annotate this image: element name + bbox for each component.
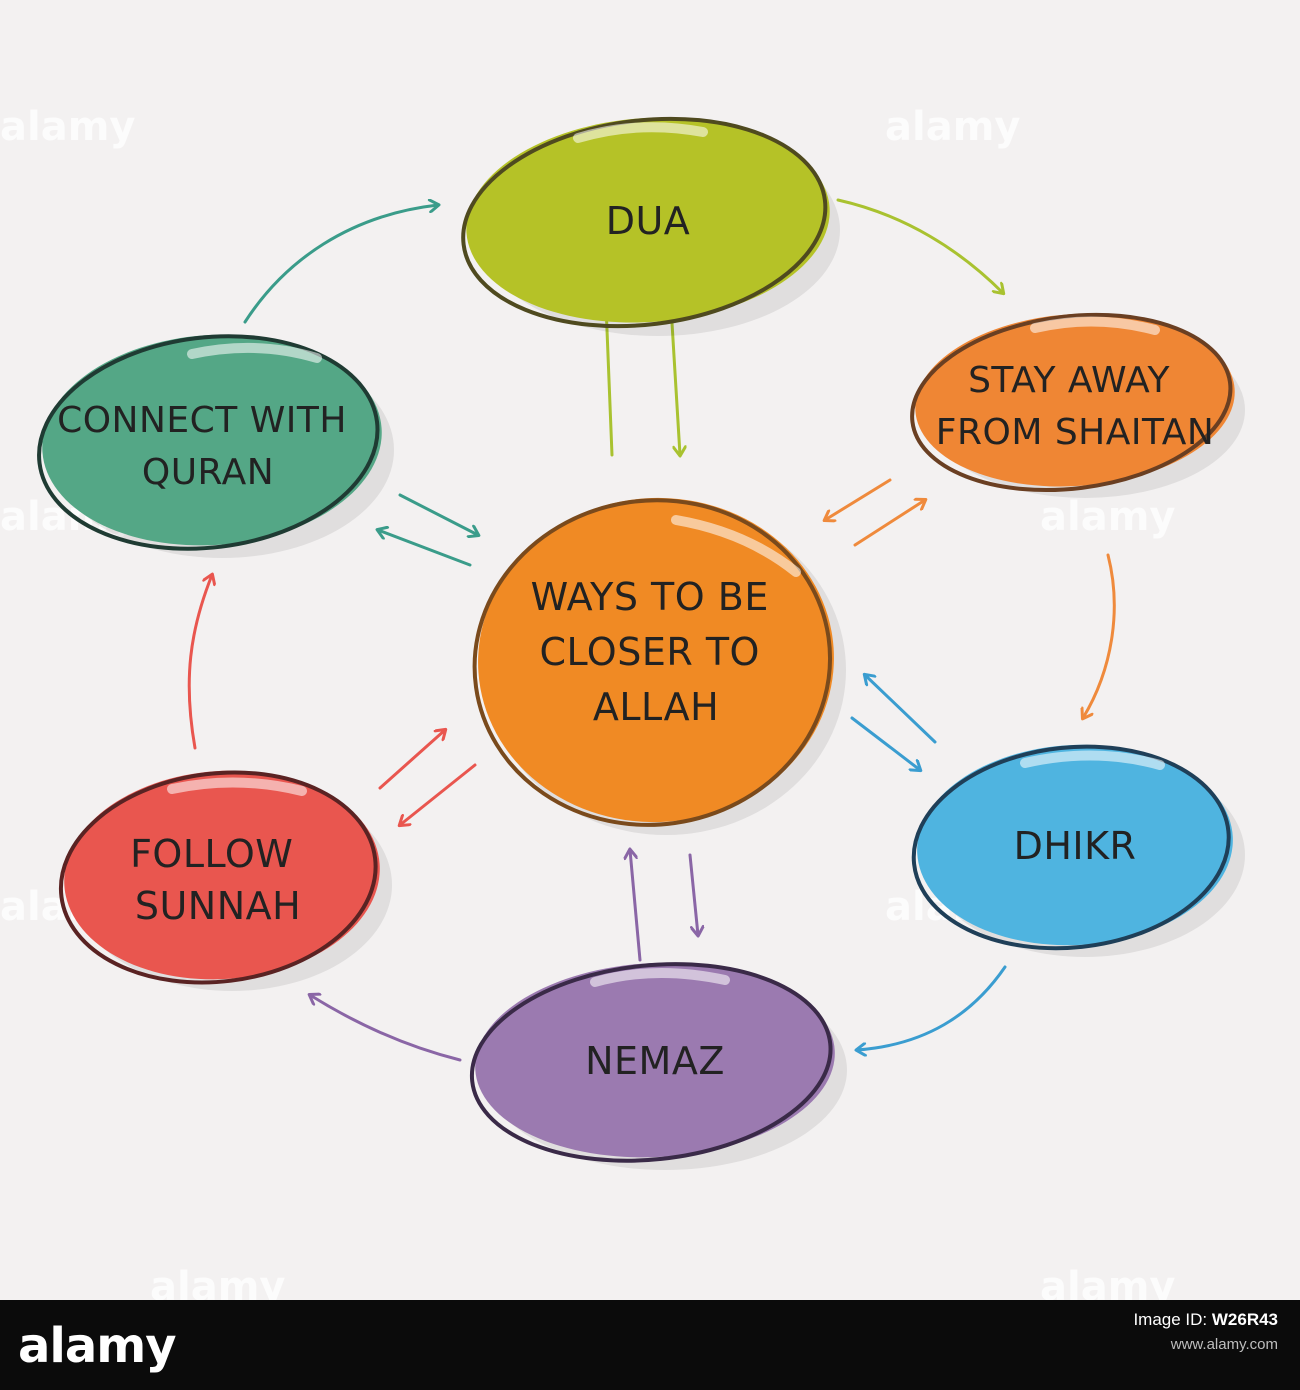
watermark-tile: alamy	[885, 104, 1020, 150]
arrow-center-to-stayaway	[853, 500, 925, 547]
arrow-center-to-nemaz	[688, 853, 698, 935]
node-follow-sunnah-label: FOLLOW SUNNAH	[130, 832, 306, 928]
arrow-stayaway-to-dhikr	[1083, 553, 1116, 718]
cycle-arrows	[187, 198, 1116, 1062]
cycle-diagram: alamy alamy alamy alamy alamy alamy alam…	[0, 104, 1245, 1310]
node-dhikr-label: DHIKR	[1014, 824, 1137, 868]
watermark-site: www.alamy.com	[1170, 1336, 1278, 1353]
node-dua: DUA	[461, 116, 840, 336]
arrow-center-to-dhikr	[850, 716, 920, 770]
node-stay-away-label: STAY AWAY FROM SHAITAN	[936, 360, 1214, 453]
diagram-canvas: alamy alamy alamy alamy alamy alamy alam…	[0, 104, 1245, 1310]
arrow-center-to-quran	[378, 530, 472, 567]
arrow-quran-to-dua	[243, 205, 438, 324]
watermark-image-id-label: Image ID:	[1133, 1310, 1212, 1329]
arrow-nemaz-to-sunnah	[310, 995, 462, 1062]
node-center-label: WAYS TO BE CLOSER TO ALLAH	[531, 575, 782, 729]
watermark-tile: alamy	[0, 104, 135, 150]
node-follow-sunnah: FOLLOW SUNNAH	[58, 770, 392, 991]
arrow-dua-to-stayaway	[836, 198, 1003, 293]
watermark-image-id-value: W26R43	[1211, 1310, 1278, 1329]
arrow-stayaway-to-center	[825, 478, 892, 520]
node-connect-quran-label: CONNECT WITH QURAN	[57, 400, 359, 493]
node-stay-away: STAY AWAY FROM SHAITAN	[910, 312, 1245, 498]
watermark-footer: alamy Image ID: W26R43 www.alamy.com	[0, 1300, 1300, 1390]
node-dhikr: DHIKR	[911, 744, 1245, 957]
node-connect-quran: CONNECT WITH QURAN	[37, 334, 394, 558]
arrow-sunnah-to-center	[378, 730, 445, 790]
watermark-logo: alamy	[18, 1318, 177, 1374]
arrow-quran-to-center	[398, 493, 478, 535]
bidirectional-arrows	[378, 280, 937, 962]
arrow-dhikr-to-center	[865, 675, 937, 744]
watermark-tile: alamy	[150, 1264, 285, 1300]
arrow-center-to-sunnah	[400, 763, 477, 825]
arrow-nemaz-to-center	[630, 850, 642, 962]
watermark-meta: Image ID: W26R43 www.alamy.com	[1133, 1310, 1278, 1353]
node-center: WAYS TO BE CLOSER TO ALLAH	[472, 497, 846, 835]
arrow-sunnah-to-quran	[187, 575, 212, 750]
arrow-dhikr-to-nemaz	[857, 965, 1007, 1050]
watermark-tile: alamy	[1040, 494, 1175, 540]
node-nemaz: NEMAZ	[469, 962, 847, 1170]
watermark-tile: alamy	[1040, 1264, 1175, 1300]
node-dua-label: DUA	[606, 199, 691, 243]
watermark-image-id: Image ID: W26R43	[1133, 1310, 1278, 1330]
node-nemaz-label: NEMAZ	[585, 1039, 725, 1083]
